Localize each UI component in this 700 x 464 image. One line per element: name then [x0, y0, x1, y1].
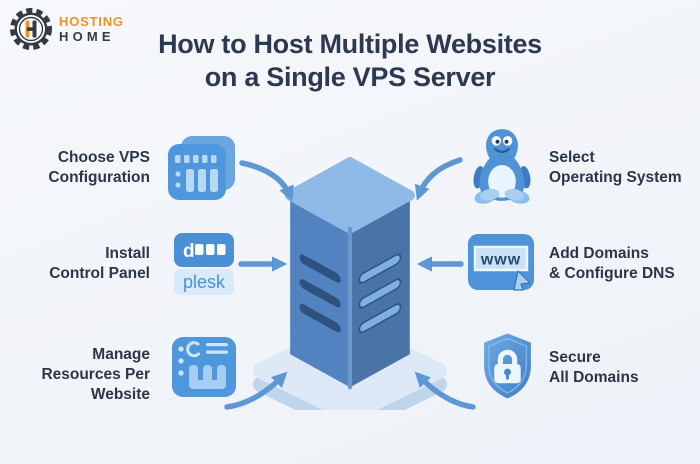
step-label-line: Control Panel [49, 264, 150, 282]
step-add-domains-label: Add Domains & Configure DNS [549, 244, 697, 284]
brand-logo: HOSTING HOME [10, 8, 124, 50]
server-right-vents [358, 253, 402, 334]
step-label-line: Choose VPS [57, 149, 150, 166]
step-manage-resources-label: Manage Resources Per Website [20, 345, 150, 404]
step-secure-domains-label: Secure All Domains [549, 348, 697, 388]
brand-name-home: HOME [59, 28, 115, 44]
step-label-line: Secure [549, 349, 601, 366]
plesk-wordmark: plesk [183, 272, 226, 292]
step-label-line: Configuration [48, 168, 150, 186]
step-select-os-label: Select Operating System [549, 148, 697, 188]
brand-name-hosting: HOSTING [59, 13, 124, 29]
page-title-line1: How to Host Multiple Websites [158, 29, 542, 59]
vps-config-icon [165, 134, 239, 204]
resource-dashboard-icon [170, 335, 238, 399]
step-label-line: Manage [92, 346, 150, 363]
gear-logo-icon [10, 8, 52, 50]
brand-name: HOSTING HOME [59, 15, 124, 43]
linux-tux-icon [472, 126, 532, 206]
plesk-mark-letter: d [183, 241, 195, 262]
step-label-line: Operating System [549, 168, 682, 186]
server-left-vents [299, 254, 341, 333]
step-label-line: & Configure DNS [549, 264, 675, 282]
plesk-control-panel-icon: d plesk [171, 233, 237, 295]
shield-lock-icon [478, 331, 537, 401]
www-text: www [480, 252, 521, 269]
vps-server-tower [252, 152, 448, 410]
page-title-line2: on a Single VPS Server [204, 62, 496, 93]
step-label-line: Install [105, 245, 150, 262]
step-label-line: Website [90, 385, 150, 403]
step-choose-vps-configuration-label: Choose VPS Configuration [20, 148, 150, 188]
step-label-line: Select [549, 149, 595, 166]
step-install-control-panel-label: Install Control Panel [20, 244, 150, 284]
step-label-line: Add Domains [549, 245, 649, 262]
page-title: How to Host Multiple Websites on a Singl… [0, 28, 700, 95]
step-label-line: All Domains [549, 368, 639, 386]
server-top-face [285, 157, 415, 234]
www-domain-icon: www [466, 232, 536, 294]
step-label-line: Resources Per [41, 365, 150, 383]
